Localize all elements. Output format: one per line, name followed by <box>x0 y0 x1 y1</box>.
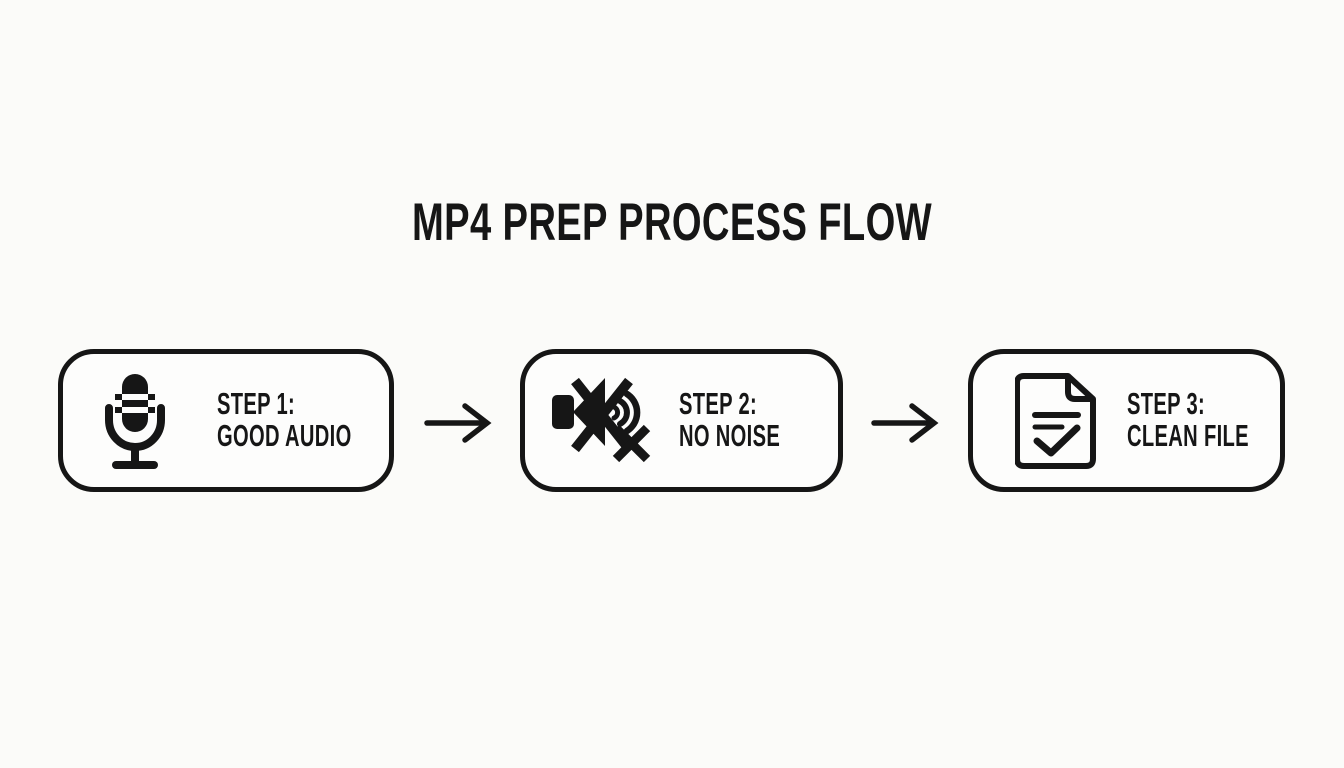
step-label-line2: CLEAN FILE <box>1127 418 1249 453</box>
step-card-3: STEP 3: CLEAN FILE <box>968 349 1285 492</box>
step-label-line2: NO NOISE <box>679 418 781 453</box>
microphone-icon <box>105 374 165 469</box>
diagram-title: MP4 PREP PROCESS FLOW <box>412 193 932 252</box>
step-label-line1: STEP 1: <box>217 386 296 421</box>
step-label-line2: GOOD AUDIO <box>217 418 352 453</box>
arrow-right-icon <box>871 403 939 443</box>
step-label-line1: STEP 3: <box>1127 386 1206 421</box>
step-card-1: STEP 1: GOOD AUDIO <box>58 349 394 492</box>
step-label: STEP 2: NO NOISE <box>679 388 780 452</box>
document-check-icon <box>1015 373 1096 469</box>
step-label-line1: STEP 2: <box>679 386 758 421</box>
arrow-right-icon <box>424 403 492 443</box>
step-label: STEP 1: GOOD AUDIO <box>217 388 352 452</box>
muted-speaker-icon <box>552 377 651 463</box>
step-card-2: STEP 2: NO NOISE <box>520 349 843 492</box>
step-label: STEP 3: CLEAN FILE <box>1127 388 1249 452</box>
